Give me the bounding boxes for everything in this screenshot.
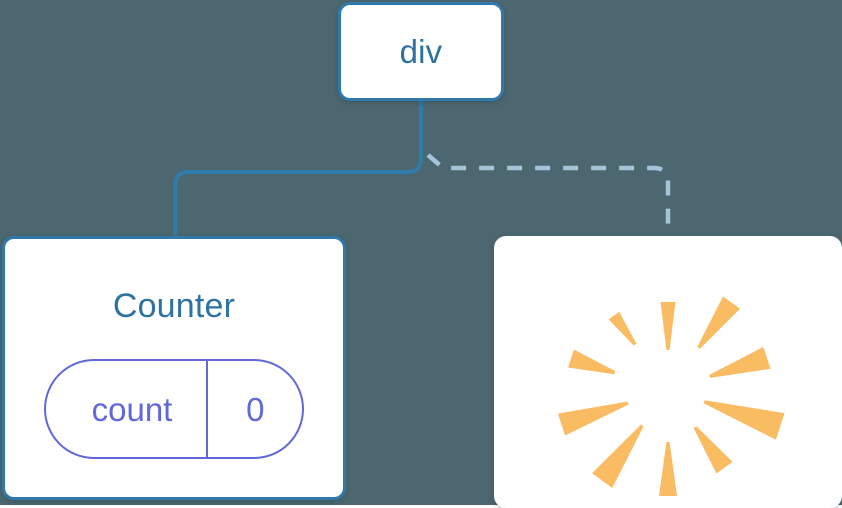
sparkle-burst-icon (557, 296, 785, 496)
sparkle-ray-7 (592, 424, 644, 488)
node-counter[interactable]: Counter count 0 (2, 236, 346, 500)
node-div[interactable]: div (338, 2, 504, 101)
node-div-label: div (399, 33, 443, 70)
sparkle-ray-3 (709, 346, 771, 378)
node-sparkle[interactable] (494, 236, 842, 508)
sparkle-ray-5 (693, 426, 733, 474)
sparkle-ray-9 (568, 349, 616, 375)
state-value: 0 (206, 361, 302, 457)
sparkle-ray-2 (697, 296, 740, 349)
state-key: count (91, 390, 173, 428)
sparkle-ray-10 (608, 311, 637, 346)
edge-div-to-counter (173, 99, 423, 239)
sparkle-ray-6 (659, 442, 677, 496)
sparkle-ray-1 (660, 302, 676, 350)
sparkle-ray-8 (557, 401, 629, 436)
state-pill-count[interactable]: count 0 (43, 359, 305, 459)
edge-div-to-sparkle (426, 153, 671, 237)
node-counter-label: Counter (112, 287, 236, 325)
sparkle-ray-4 (703, 400, 785, 440)
